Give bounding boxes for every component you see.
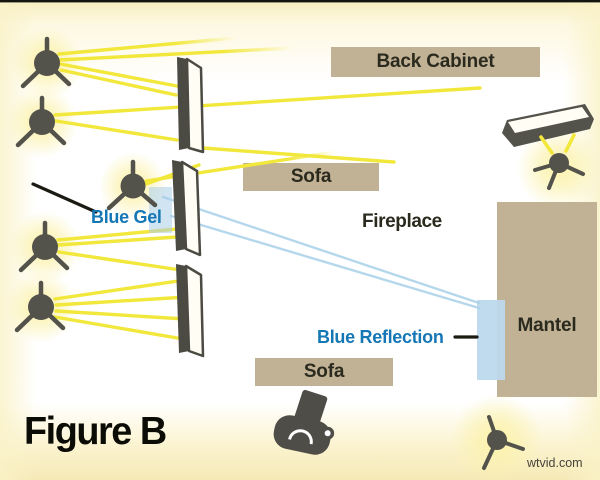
top-border-line [0,0,600,3]
back-cabinet-text: Back Cabinet [376,51,495,72]
blue-gel-pointer-line [31,182,98,214]
sofa-lower-block [255,358,393,386]
light-rays [53,36,482,341]
label-blue-gel: Blue Gel [91,207,162,227]
mantel-block [497,202,597,397]
label-blue-reflection: Blue Reflection [317,327,444,347]
light-icon [14,280,66,333]
diffusion-panel [172,160,202,257]
gelled-light-icon [106,159,158,211]
label-fireplace: Fireplace [362,211,442,232]
label-sofa-lower: Sofa [255,358,393,386]
label-sofa-upper: Sofa [243,163,379,191]
light-icon [15,95,67,148]
sofa-upper-text: Sofa [290,166,332,187]
figure-title: Figure B [24,410,167,453]
camera-icon [273,389,335,455]
reflector-board-icon [502,104,594,147]
label-back-cabinet: Back Cabinet [331,47,540,77]
sofa-upper-block [243,163,379,191]
light-icon [20,36,72,89]
accent-light-icon [482,415,525,470]
blue-reflection-rays [161,195,481,310]
watermark-text: wtvid.com [527,456,583,470]
diffusion-panel [176,264,205,358]
label-mantel: Mantel [497,315,597,337]
blue-gel-sheet [149,187,172,233]
back-cabinet-block [331,47,540,77]
sofa-lower-text: Sofa [303,361,345,382]
diffusion-panel [177,57,205,154]
light-icon [18,220,70,273]
mantel-text: Mantel [517,315,577,336]
blue-reflection-panel [477,300,505,380]
bounce-light-icon [533,133,585,190]
